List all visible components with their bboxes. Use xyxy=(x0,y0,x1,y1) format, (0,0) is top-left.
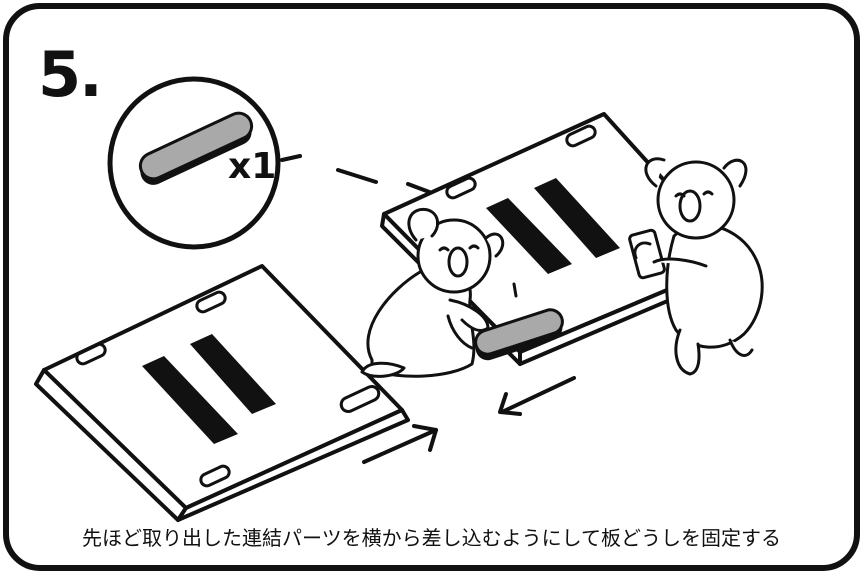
step-number: 5. xyxy=(38,38,103,111)
panel-frame xyxy=(3,3,860,571)
koala-right xyxy=(628,157,764,376)
part-callout xyxy=(107,76,442,250)
left-board xyxy=(34,264,410,522)
connector-part xyxy=(474,308,564,361)
arrow-right-board-motion xyxy=(498,376,576,416)
part-count-label: x1 xyxy=(228,146,277,187)
arrow-left-board-motion xyxy=(362,424,438,464)
koala-left xyxy=(360,207,518,378)
instruction-caption: 先ほど取り出した連結パーツを横から差し込むようにして板どうしを固定する xyxy=(82,526,781,550)
